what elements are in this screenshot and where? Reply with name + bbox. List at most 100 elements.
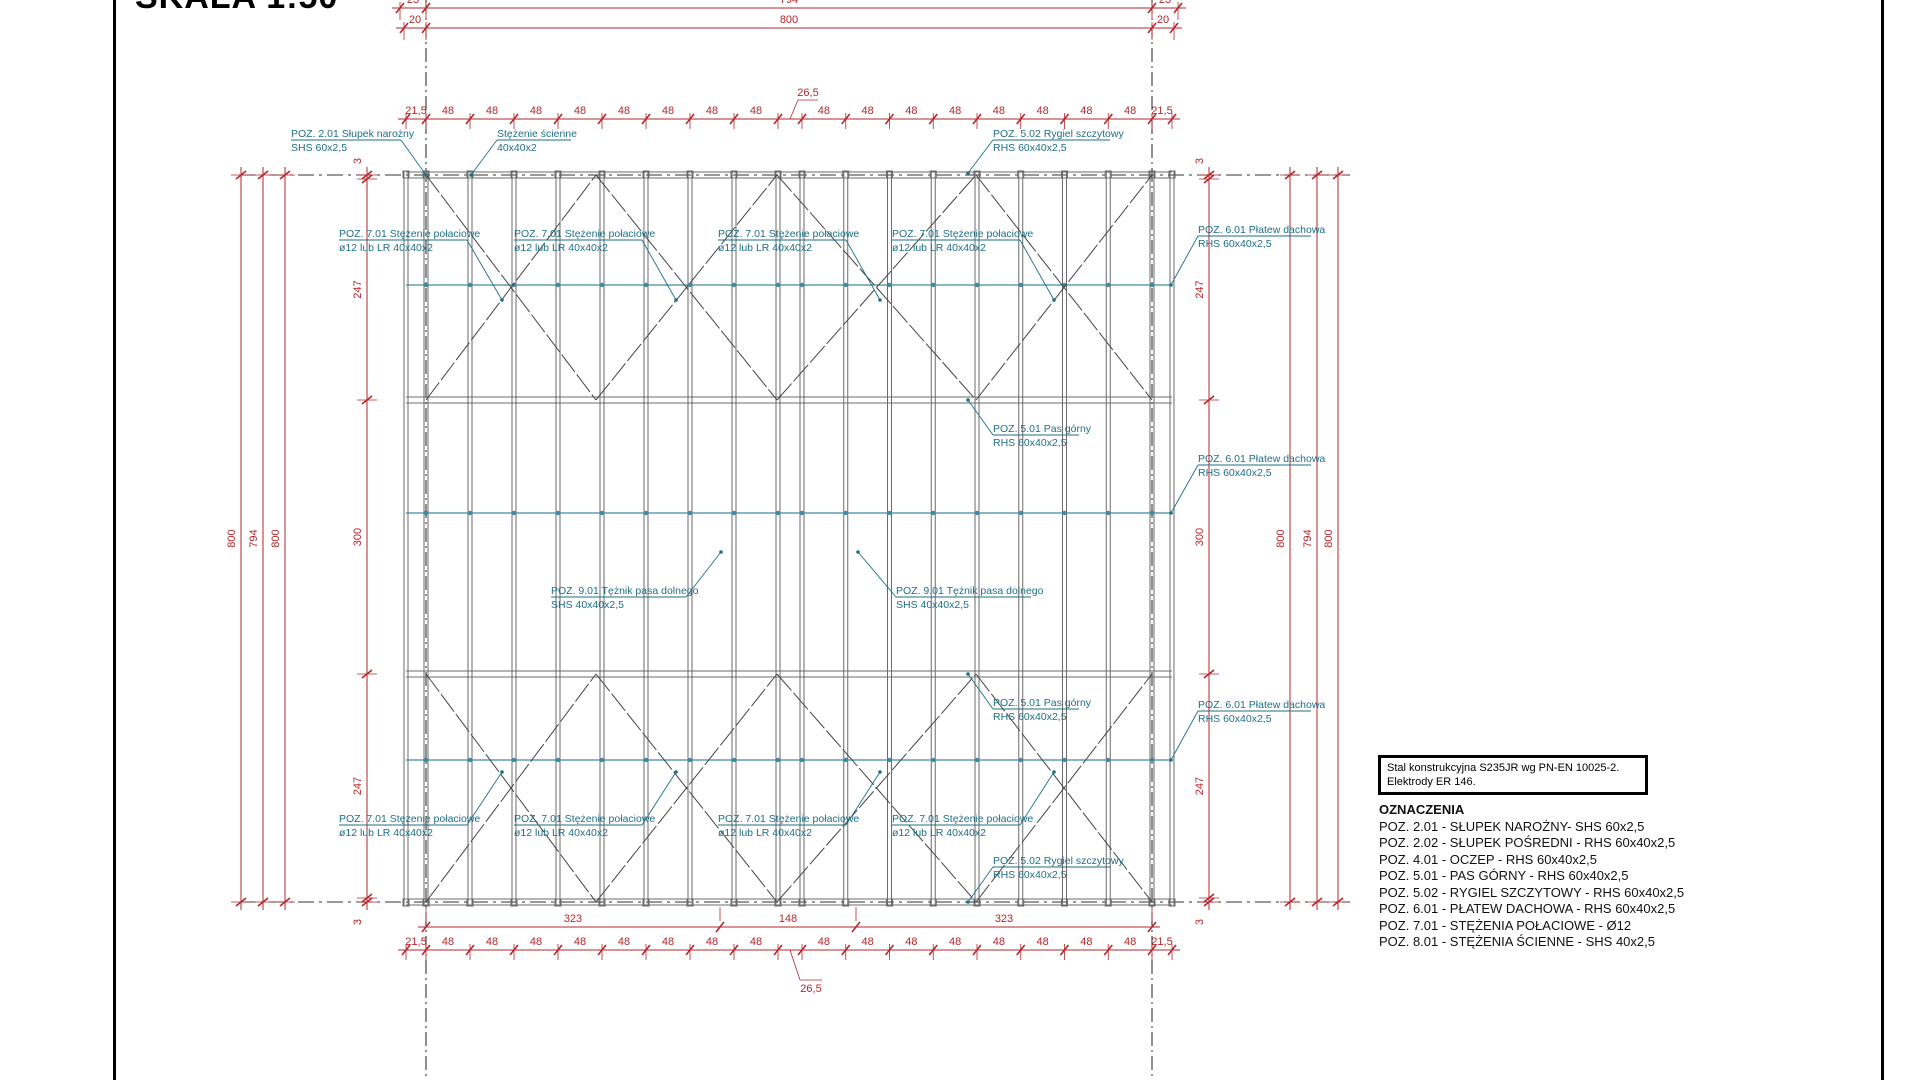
annotation-leader <box>641 239 677 301</box>
dimension-label: 48 <box>993 936 1005 948</box>
annotation-profile: ø12 lub LR 40x40x2 <box>892 827 986 839</box>
rafter-cap <box>686 898 694 907</box>
dimension-label: 794 <box>1302 529 1314 547</box>
annotation-profile: ø12 lub LR 40x40x2 <box>514 827 608 839</box>
dimension-label: 23 <box>1159 0 1171 6</box>
dimension-label: 48 <box>706 105 718 117</box>
dimension-label: 48 <box>662 936 674 948</box>
annotation-leader <box>400 139 427 176</box>
purlin-node <box>1106 757 1111 763</box>
purlin-node <box>799 510 805 516</box>
annotation-leader <box>1170 235 1199 286</box>
dimension-label: 3 <box>1194 919 1206 925</box>
rafter-cap <box>774 170 782 179</box>
dimension-tick <box>421 921 431 933</box>
purlin-node <box>423 282 429 288</box>
annotation-leader <box>470 139 498 176</box>
leader-arrow-icon <box>966 398 970 402</box>
annotation-profile: SHS 40x40x2,5 <box>551 599 624 611</box>
rafter-cap <box>929 898 937 907</box>
dimension-label: 48 <box>662 105 674 117</box>
leader-arrow-icon <box>1052 770 1056 774</box>
leader-arrow-icon <box>1052 298 1056 302</box>
purlin-node <box>511 282 517 288</box>
rafter-cap <box>1148 898 1156 907</box>
rafter-cap <box>1148 170 1156 179</box>
annotation-leader <box>967 866 994 903</box>
annotation-profile: ø12 lub LR 40x40x2 <box>514 242 608 254</box>
leader-arrow-icon <box>878 298 882 302</box>
purlin-node <box>643 282 649 288</box>
dimension-label: 800 <box>270 529 282 547</box>
dimension-label: 48 <box>486 936 498 948</box>
dimension-label: 48 <box>442 936 454 948</box>
material-note-box: Stal konstrukcyjna S235JR wg PN-EN 10025… <box>1378 755 1648 795</box>
rafter-cap <box>886 898 893 907</box>
sheet-border-left <box>113 0 116 1080</box>
dimension-label: 21,5 <box>1151 105 1172 117</box>
purlin-node <box>775 510 781 516</box>
dimension-label: 247 <box>1194 280 1206 298</box>
rafter-cap <box>842 170 850 179</box>
rafter-cap <box>1061 898 1068 907</box>
rafter-cap <box>598 170 606 179</box>
roof-brace <box>425 174 597 401</box>
annotation-profile: SHS 60x2,5 <box>291 142 347 154</box>
annotation-label: POZ. 9.01 Tężnik pasa dolnego <box>896 585 1044 597</box>
rafter-cap <box>774 898 782 907</box>
purlin-node <box>931 510 936 516</box>
legend: OZNACZENIA POZ. 2.01 - SŁUPEK NAROŻNY- S… <box>1379 802 1684 951</box>
purlin-node <box>1149 757 1155 763</box>
purlin-node <box>799 757 805 763</box>
purlin-node <box>731 282 737 288</box>
leader-arrow-icon <box>1169 758 1173 762</box>
dimension-label: 48 <box>1080 936 1092 948</box>
rafter-cap <box>402 898 410 907</box>
annotation-label: POZ. 7.01 Stężenie połaciowe <box>892 813 1033 825</box>
annotation-profile: ø12 lub LR 40x40x2 <box>339 242 433 254</box>
annotation-profile: RHS 60x40x2,5 <box>1198 713 1272 725</box>
purlin-node <box>555 757 561 763</box>
dimension-label: 21,5 <box>405 936 426 948</box>
leader-arrow-icon <box>966 171 970 175</box>
dimension-label: 48 <box>750 105 762 117</box>
purlin-node <box>1018 282 1023 288</box>
dimension-label: 3 <box>1194 158 1206 164</box>
dimension-label: 300 <box>1194 528 1206 546</box>
purlin-node <box>423 757 429 763</box>
leader-arrow-icon <box>500 298 504 302</box>
purlin-node <box>687 757 693 763</box>
dimension-label: 21,5 <box>1151 936 1172 948</box>
annotation-leader <box>857 551 897 598</box>
dimension-label: 48 <box>1037 936 1049 948</box>
rafter-cap <box>554 898 562 907</box>
annotation-profile: RHS 60x40x2,5 <box>993 711 1067 723</box>
purlin-node <box>511 757 517 763</box>
purlin-node <box>467 510 473 516</box>
dimension-label: 48 <box>862 936 874 948</box>
purlin-node <box>731 510 737 516</box>
rafter-cap <box>1017 898 1025 907</box>
rafter-cap <box>798 898 806 907</box>
annotation-profile: SHS 40x40x2,5 <box>896 599 969 611</box>
dimension-label: 48 <box>486 105 498 117</box>
rafter-cap <box>730 898 738 907</box>
rafter-cap <box>422 898 430 907</box>
purlin-node <box>974 282 980 288</box>
purlin-node <box>1062 510 1067 516</box>
purlin-node <box>931 282 936 288</box>
dimension-label: 20 <box>1157 14 1169 26</box>
dimension-label: 48 <box>993 105 1005 117</box>
leader-arrow-icon <box>500 770 504 774</box>
gap-leader <box>789 949 801 981</box>
dimension-label: 300 <box>352 528 364 546</box>
dimension-label: 20 <box>409 14 421 26</box>
dimension-label: 247 <box>1194 777 1206 795</box>
leader-arrow-icon <box>469 173 473 177</box>
purlin-node <box>599 757 605 763</box>
leader-arrow-icon <box>1169 511 1173 515</box>
rafter-cap <box>642 898 650 907</box>
purlin-node <box>887 510 892 516</box>
dimension-tick <box>1147 921 1157 933</box>
